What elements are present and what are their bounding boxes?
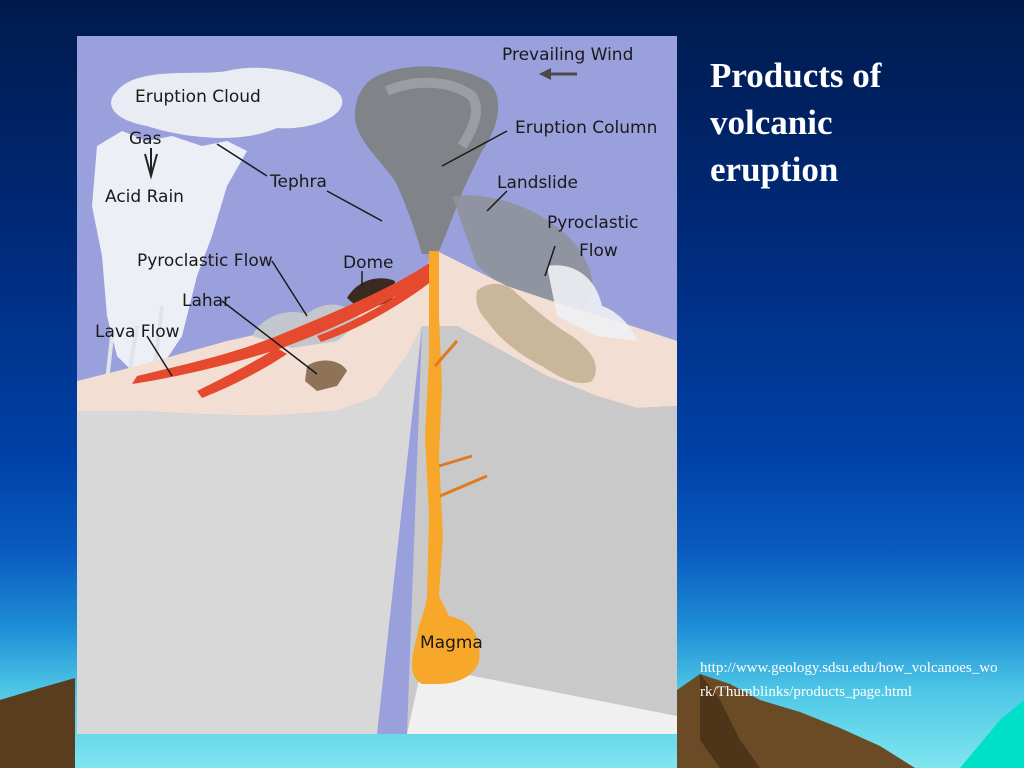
block-front-face	[77, 326, 422, 734]
volcano-diagram: Prevailing Wind Eruption Cloud Gas Acid …	[77, 36, 677, 734]
label-magma: Magma	[420, 633, 483, 653]
volcano-cross-section: Prevailing Wind Eruption Cloud Gas Acid …	[77, 45, 677, 734]
source-url[interactable]: http://www.geology.sdsu.edu/how_volcanoe…	[700, 660, 998, 700]
eruption-cloud	[111, 67, 343, 138]
volcano-surface	[77, 251, 677, 416]
label-dome: Dome	[343, 253, 394, 273]
slide-title: Products of volcanic eruption	[710, 56, 882, 189]
label-lava-flow: Lava Flow	[95, 322, 180, 342]
label-gas: Gas	[129, 129, 162, 149]
label-pyroclastic-flow: Pyroclastic Flow	[137, 251, 273, 271]
gas-arrow-icon	[144, 148, 158, 180]
label-eruption-column: Eruption Column	[515, 118, 657, 138]
lava-flow	[132, 261, 437, 384]
magma-conduit	[412, 251, 480, 684]
eruption-column	[354, 66, 499, 254]
label-pyroclastic-right-1: Pyroclastic	[547, 213, 638, 233]
label-tephra: Tephra	[269, 172, 327, 192]
label-eruption-cloud: Eruption Cloud	[135, 87, 261, 107]
label-acid-rain: Acid Rain	[105, 187, 184, 207]
block-side-face	[407, 326, 677, 734]
label-prevailing-wind: Prevailing Wind	[502, 45, 633, 65]
label-pyroclastic-right-2: Flow	[579, 241, 618, 261]
label-landslide: Landslide	[497, 173, 578, 193]
label-lahar: Lahar	[182, 291, 230, 311]
leader-lines	[146, 130, 556, 377]
lahar	[305, 360, 347, 391]
acid-rain-streaks	[92, 131, 247, 376]
landslide-deposit	[476, 283, 596, 384]
